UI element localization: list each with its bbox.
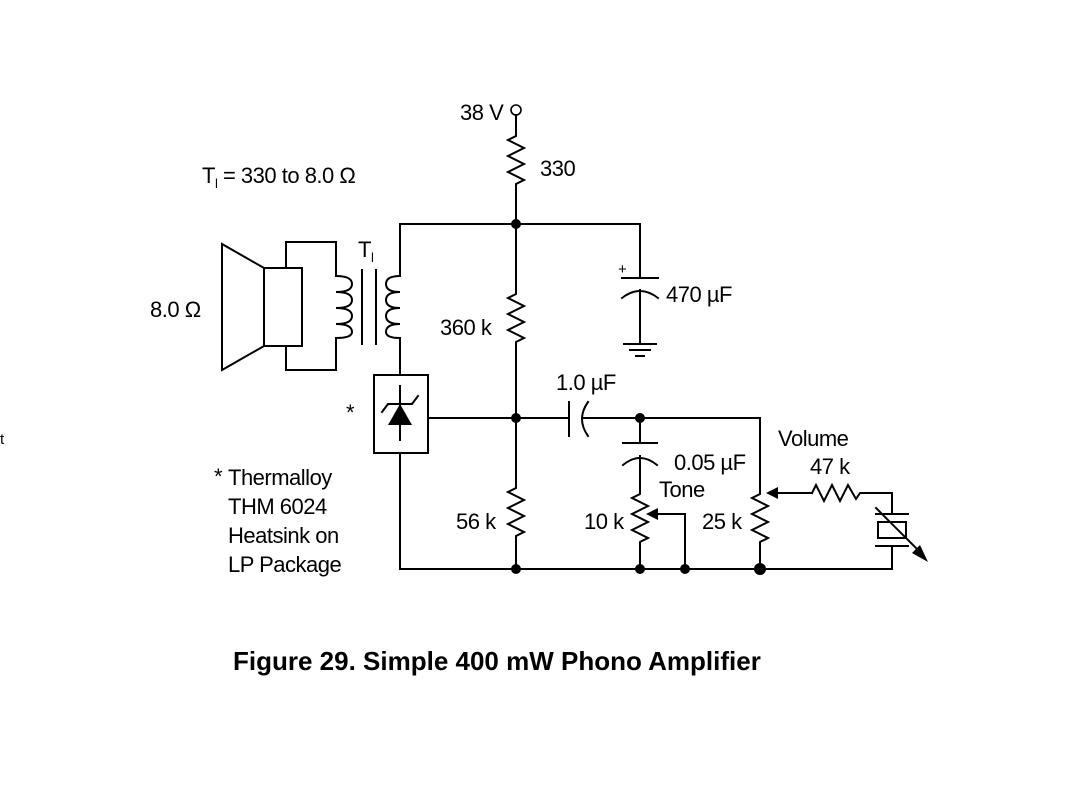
supply-label: 38 V	[460, 100, 504, 125]
pot-tone-wiper	[653, 513, 686, 570]
transformer-secondary-coil	[384, 274, 402, 340]
transformer-primary-coil	[334, 274, 354, 340]
pot-tone-arrow	[646, 508, 658, 520]
amplifier-marker: *	[346, 400, 355, 425]
junction-bottom-1	[511, 564, 521, 574]
footnote-line-4: LP Package	[228, 552, 342, 577]
junction-bottom-2	[635, 564, 645, 574]
footnote-line-1: Thermalloy	[228, 465, 332, 490]
transformer-spec-label: Tl = 330 to 8.0 Ω	[202, 163, 355, 191]
cap-470-label: 470 µF	[666, 282, 732, 307]
top-rail	[399, 223, 641, 279]
pickup-stylus-arrow	[912, 545, 928, 562]
footnote-line-2: THM 6024	[228, 494, 327, 519]
footnote-line-3: Heatsink on	[228, 523, 339, 548]
pot-tone-name-label: Tone	[659, 477, 705, 502]
figure-caption: Figure 29. Simple 400 mW Phono Amplifier	[233, 646, 761, 676]
footnote-marker: *	[214, 464, 223, 489]
junction-bottom-3	[680, 564, 690, 574]
speaker-wire-bottom	[285, 337, 337, 371]
cap-005-label: 0.05 µF	[674, 450, 746, 475]
margin-fragment: t	[0, 431, 5, 448]
cap-1uf-label: 1.0 µF	[556, 370, 616, 395]
resistor-360k	[505, 223, 527, 419]
speaker-cone	[221, 242, 266, 372]
transformer-label: Tl	[358, 237, 374, 265]
amplifier-ic-bar	[380, 394, 420, 414]
amplifier-ic-triangle	[388, 404, 412, 425]
resistor-56k-label: 56 k	[456, 509, 497, 534]
speaker-magnet	[263, 267, 303, 347]
speaker-wire-top	[285, 241, 337, 277]
cap-470-polarity: +	[618, 261, 627, 278]
resistor-47k	[810, 482, 893, 515]
pot-volume-value-label: 25 k	[702, 509, 743, 534]
junction-bottom-4	[754, 563, 766, 575]
supply-terminal	[510, 104, 522, 116]
pot-tone-resistor	[629, 489, 651, 570]
pot-tone-value-label: 10 k	[584, 509, 625, 534]
pot-volume-arrow	[766, 487, 778, 499]
resistor-330-label: 330	[540, 156, 575, 181]
resistor-56k	[505, 417, 527, 570]
resistor-330	[505, 114, 527, 225]
resistor-360k-label: 360 k	[440, 315, 493, 340]
pickup-crystal	[877, 521, 907, 539]
pot-volume-resistor	[749, 417, 771, 570]
pickup-stylus	[874, 506, 924, 556]
resistor-47k-name-label: Volume	[778, 426, 849, 451]
speaker-label: 8.0 Ω	[150, 297, 201, 322]
resistor-47k-value-label: 47 k	[810, 454, 851, 479]
